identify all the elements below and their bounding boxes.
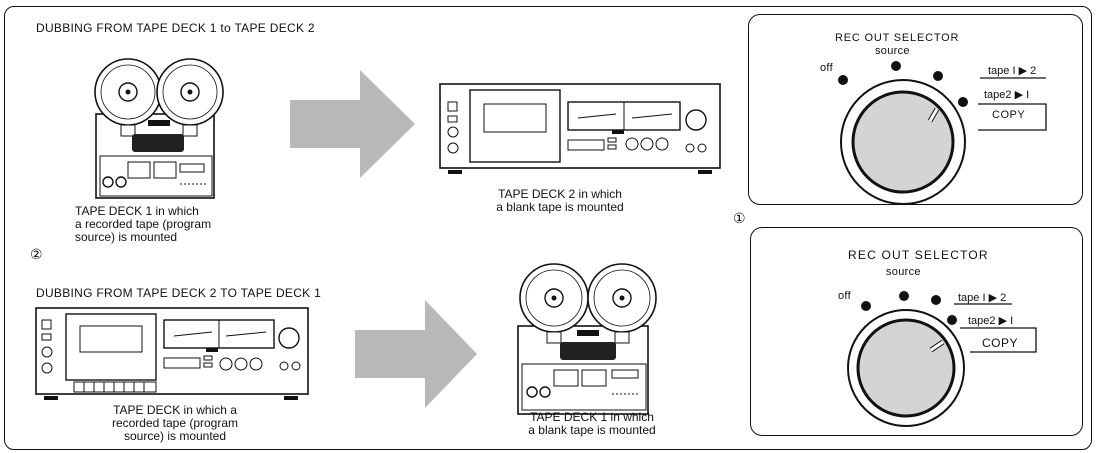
- caption-line: TAPE DECK 2 in which: [498, 187, 622, 201]
- position-off: off: [838, 290, 851, 302]
- position-copy: COPY: [992, 109, 1026, 121]
- caption-line: recorded tape (program: [111, 416, 239, 430]
- bottom-section-heading: DUBBING FROM TAPE DECK 2 TO TAPE DECK 1: [36, 286, 322, 300]
- caption-line: TAPE DECK in which a: [113, 403, 237, 417]
- caption-line: source) is mounted: [123, 429, 227, 443]
- bottom-source-caption: TAPE DECK in which a recorded tape (prog…: [90, 404, 260, 443]
- top-section-heading: DUBBING FROM TAPE DECK 1 to TAPE DECK 2: [36, 21, 315, 35]
- reel-to-reel-deck-1-bottom: [517, 263, 657, 415]
- rec-out-selector-panel-bottom: [750, 227, 1083, 436]
- position-source: source: [875, 45, 910, 57]
- top-target-caption: TAPE DECK 2 in which a blank tape is mou…: [470, 188, 650, 214]
- bottom-target-caption: TAPE DECK 1 in which a blank tape is mou…: [497, 411, 687, 437]
- top-source-caption: TAPE DECK 1 in which a recorded tape (pr…: [58, 205, 238, 244]
- step-marker-2: ②: [30, 246, 43, 262]
- diagram-frame: [4, 6, 1092, 450]
- caption-line: a recorded tape (program: [75, 217, 212, 231]
- selector-title: REC OUT SELECTOR: [835, 32, 960, 44]
- position-copy: COPY: [982, 336, 1019, 350]
- position-source: source: [886, 266, 921, 278]
- position-tape2-to-1: tape2 ▶ I: [984, 89, 1030, 101]
- position-off: off: [820, 62, 833, 74]
- selector-title: REC OUT SELECTOR: [848, 248, 989, 262]
- caption-line: a blank tape is mounted: [496, 200, 624, 214]
- position-tape2-to-1: tape2 ▶ I: [968, 315, 1014, 327]
- caption-line: source) is mounted: [75, 230, 178, 244]
- caption-line: TAPE DECK 1 in which: [530, 410, 654, 424]
- cassette-deck-2-top: [439, 83, 721, 174]
- step-marker-1: ①: [733, 210, 746, 226]
- rec-out-selector-panel-top: [748, 14, 1083, 205]
- cassette-deck-bottom: [35, 307, 309, 400]
- caption-line: a blank tape is mounted: [528, 423, 656, 437]
- selector-dial-bottom[interactable]: [840, 266, 1060, 436]
- position-tape1-to-2: tape I ▶ 2: [988, 65, 1037, 77]
- reel-to-reel-deck-1-top: [94, 58, 224, 199]
- dubbing-arrow-top: [290, 70, 415, 178]
- caption-line: TAPE DECK 1 in which: [75, 204, 199, 218]
- dubbing-arrow-bottom: [355, 300, 477, 408]
- position-tape1-to-2: tape I ▶ 2: [958, 292, 1007, 304]
- selector-dial-top[interactable]: [820, 44, 1047, 205]
